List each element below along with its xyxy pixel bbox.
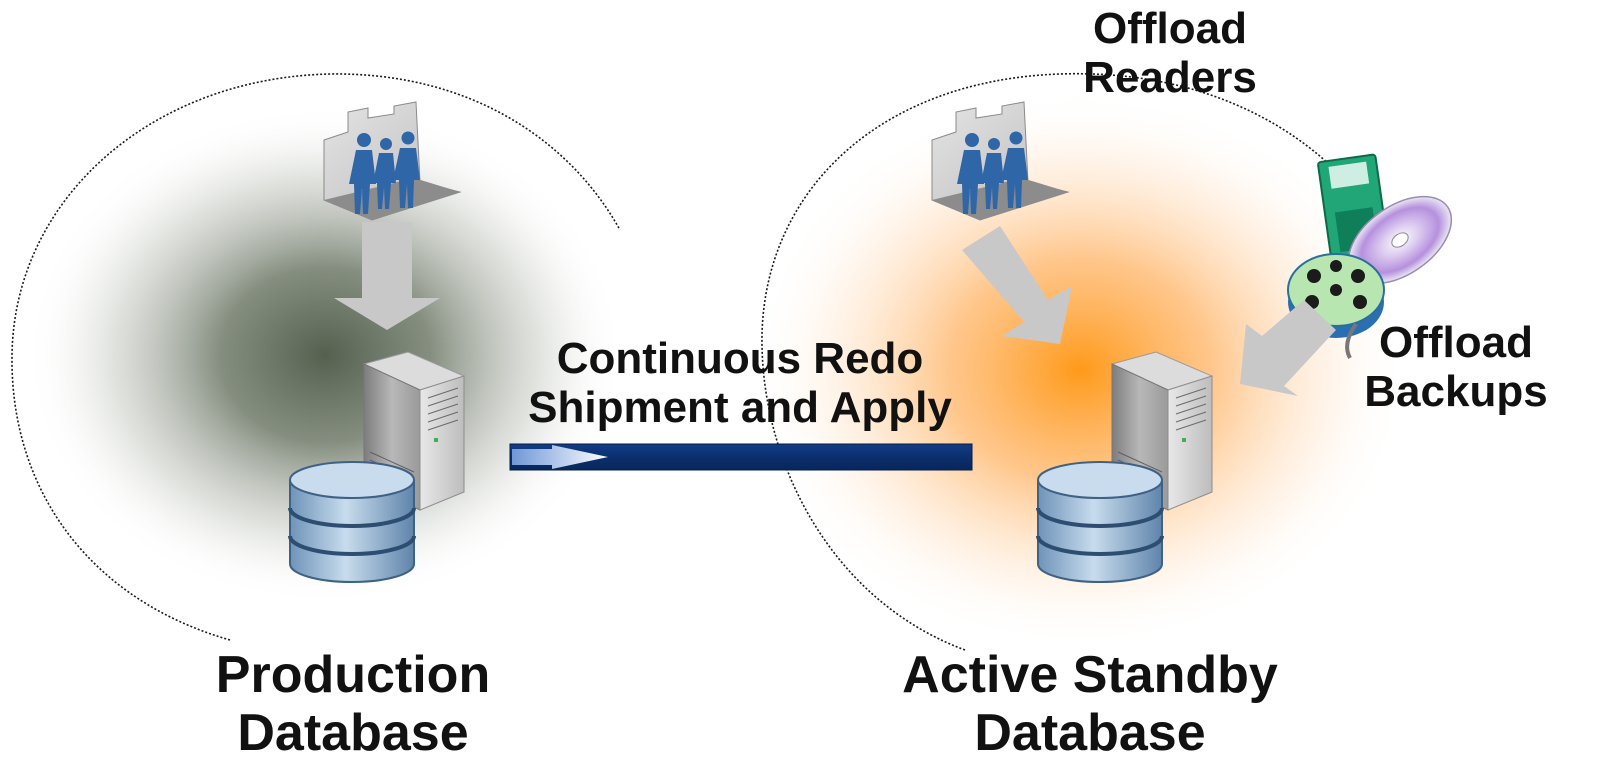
redo-label-line1: Continuous Redo: [556, 334, 924, 383]
production-user-arrow: [334, 222, 440, 330]
redo-label-line2: Shipment and Apply: [528, 383, 952, 433]
production-database-icon: [288, 460, 416, 584]
redo-arrow-icon: [512, 445, 608, 469]
offload-readers-label: Offload Readers: [1040, 4, 1300, 103]
redo-label: Continuous Redo Shipment and Apply: [510, 334, 970, 433]
standby-label-line2: Database: [974, 704, 1206, 763]
standby-boundary: [761, 72, 1331, 651]
offload-backups-label: Offload Backups: [1356, 318, 1556, 417]
standby-database-icon: [1036, 460, 1164, 584]
offload-backups-line2: Backups: [1364, 367, 1548, 417]
production-glow: [25, 105, 625, 605]
production-label-line2: Database: [237, 704, 469, 763]
production-label-line1: Production: [215, 646, 491, 704]
offload-readers-line1: Offload: [1093, 4, 1247, 53]
production-boundary: [11, 73, 621, 641]
standby-database-label: Active Standby Database: [880, 646, 1300, 762]
offload-readers-line2: Readers: [1083, 53, 1257, 103]
standby-glow: [750, 90, 1410, 650]
standby-user-arrow: [962, 226, 1072, 344]
offload-backups-line1: Offload: [1379, 318, 1533, 367]
standby-label-line1: Active Standby: [902, 646, 1278, 704]
production-database-label: Production Database: [178, 646, 528, 762]
backup-arrow: [1240, 300, 1336, 396]
